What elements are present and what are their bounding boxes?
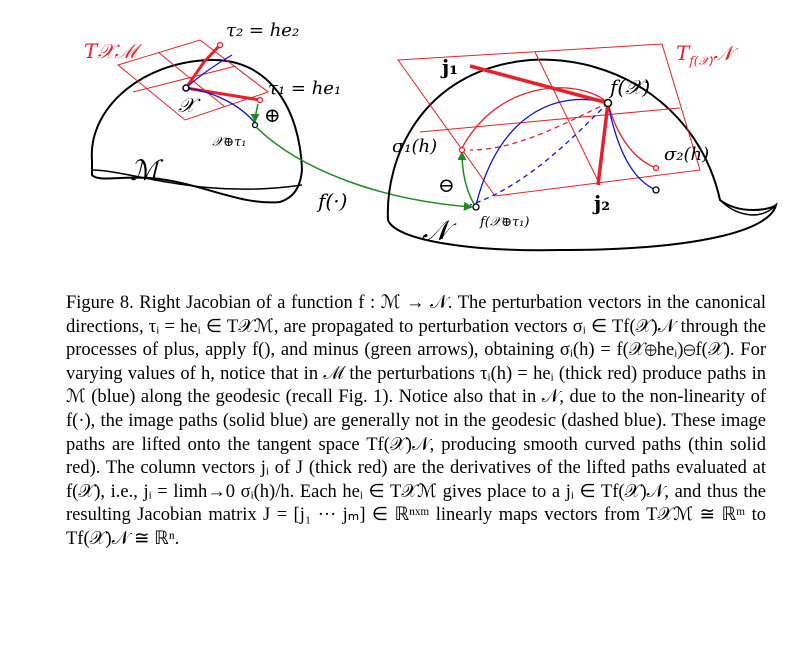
label-j1: j₁ <box>440 55 458 79</box>
label-manifold-n: 𝒩 <box>422 214 457 247</box>
jacobian-diagram: T𝒳ℳ τ₂ = he₂ τ₁ = he₁ 𝒳 ⊕ 𝒳⊕τ₁ ℳ f(·) j₁… <box>84 20 778 252</box>
label-manifold-m: ℳ <box>130 154 164 187</box>
label-f-x: f(𝒳) <box>608 75 650 99</box>
label-tangent-n: Tf(𝒳)𝒩 <box>676 41 738 68</box>
label-ominus: ⊖ <box>438 173 455 197</box>
manifold-m <box>90 58 304 204</box>
label-tangent-m: T𝒳ℳ <box>84 39 143 63</box>
label-tau1: τ₁ = he₁ <box>268 78 341 99</box>
label-sigma1: σ₁(h) <box>392 136 437 157</box>
label-f-map: f(·) <box>316 189 347 213</box>
paths-n <box>457 64 660 211</box>
label-oplus: ⊕ <box>264 103 281 127</box>
caption-text: Figure 8. Right Jacobian of a function f… <box>66 293 766 549</box>
label-x-oplus-tau: 𝒳⊕τ₁ <box>212 135 246 150</box>
label-x: 𝒳 <box>178 93 201 117</box>
label-f-x-oplus: f(𝒳⊕τ₁) <box>479 215 529 230</box>
label-j2: j₂ <box>592 191 610 215</box>
label-sigma2: σ₂(h) <box>664 144 709 165</box>
label-tau2: τ₂ = he₂ <box>226 20 299 41</box>
figure-caption: Figure 8. Right Jacobian of a function f… <box>66 292 766 552</box>
manifold-n <box>386 58 778 252</box>
f-map-arrow <box>255 126 473 211</box>
tau-vectors <box>182 41 264 129</box>
